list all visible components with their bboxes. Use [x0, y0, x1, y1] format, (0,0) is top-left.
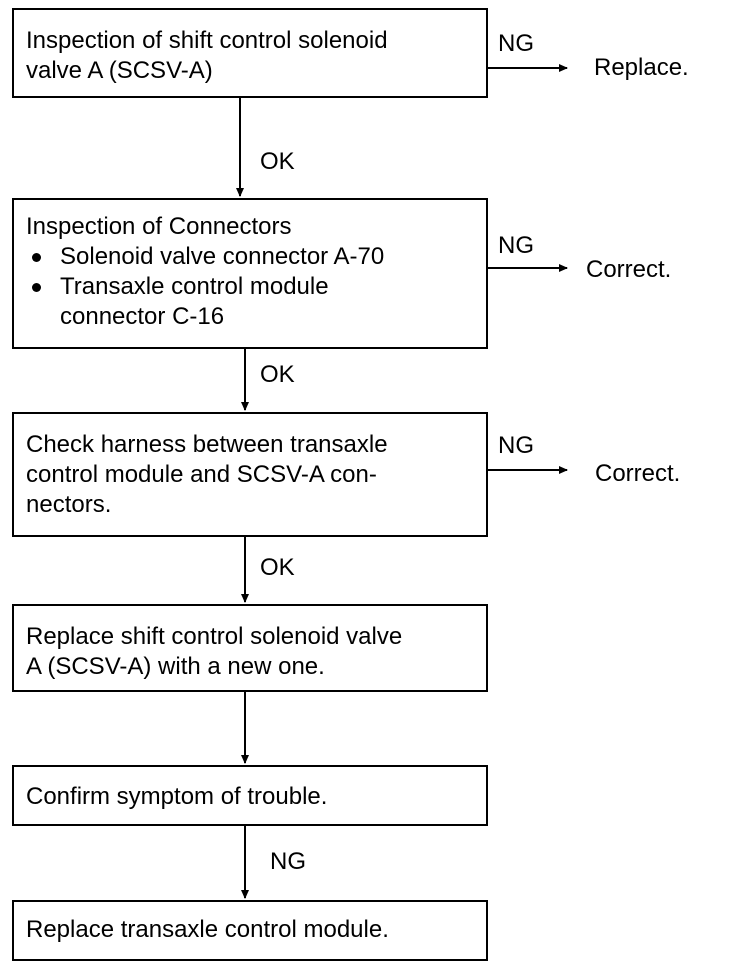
- step-4-line-1: Replace shift control solenoid valve: [26, 623, 403, 650]
- flow-label-3: OK: [260, 554, 295, 581]
- flow-label-1: OK: [260, 148, 295, 175]
- branch-3-condition: NG: [498, 432, 534, 459]
- step-2-bullet-2-line-2: connector C-16: [60, 303, 225, 330]
- flow-label-4: NG: [270, 848, 306, 875]
- step-6-box: Replace transaxle control module.: [12, 900, 488, 961]
- step-1-box: Inspection of shift control solenoid val…: [12, 8, 488, 98]
- step-5-line-1: Confirm symptom of trouble.: [26, 783, 328, 810]
- step-2-bullet-2-line-1: Transaxle control module: [60, 273, 329, 300]
- step-3-line-1: Check harness between transaxle: [26, 431, 388, 458]
- step-2-bullet-1: Solenoid valve connector A-70: [26, 242, 474, 272]
- branch-2-action: Correct.: [586, 256, 672, 283]
- branch-3-action: Correct.: [595, 460, 681, 487]
- bullet-icon: [32, 253, 41, 262]
- step-2-box: Inspection of Connectors Solenoid valve …: [12, 198, 488, 349]
- step-2-title: Inspection of Connectors: [26, 213, 292, 240]
- step-3-line-2: control module and SCSV-A con-: [26, 461, 377, 488]
- step-3-line-3: nectors.: [26, 491, 112, 518]
- branch-1-action: Replace.: [594, 54, 689, 81]
- flow-label-2: OK: [260, 361, 295, 388]
- branch-2-condition: NG: [498, 232, 534, 259]
- branch-1-condition: NG: [498, 30, 534, 57]
- step-6-line-1: Replace transaxle control module.: [26, 916, 389, 943]
- bullet-icon: [32, 283, 41, 292]
- step-4-box: Replace shift control solenoid valve A (…: [12, 604, 488, 692]
- step-1-line-2: valve A (SCSV-A): [26, 57, 213, 84]
- step-5-box: Confirm symptom of trouble.: [12, 765, 488, 826]
- step-2-bullet-1-text: Solenoid valve connector A-70: [60, 243, 385, 270]
- step-2-bullet-2: Transaxle control module: [26, 272, 474, 302]
- step-1-line-1: Inspection of shift control solenoid: [26, 27, 388, 54]
- step-3-box: Check harness between transaxle control …: [12, 412, 488, 537]
- step-4-line-2: A (SCSV-A) with a new one.: [26, 653, 325, 680]
